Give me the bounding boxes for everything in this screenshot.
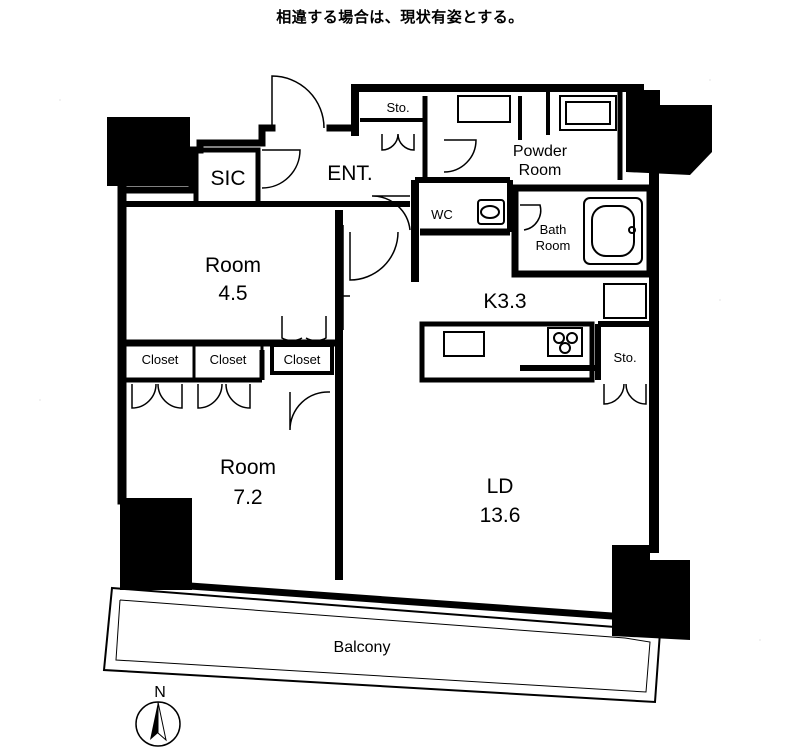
room-label-closet-2: Closet [210, 352, 247, 367]
balcony-outline [102, 586, 662, 704]
interior-walls [125, 92, 654, 580]
room-label-bath-2: Room [536, 238, 571, 253]
room-label-bath-1: Bath [540, 222, 567, 237]
room-label-ld-name: LD [487, 475, 514, 498]
room-label-powder-2: Room [519, 162, 562, 179]
room-label-closet-3: Closet [284, 352, 321, 367]
room-label-room1-size: 4.5 [218, 282, 247, 305]
room-label-kitchen: K3.3 [483, 290, 526, 313]
compass-label: N [154, 684, 166, 701]
exterior-walls [117, 84, 659, 620]
room-label-ent: ENT. [327, 162, 373, 185]
stove-icon [547, 327, 583, 357]
room-label-ld-size: 13.6 [480, 504, 521, 527]
room-label-balcony: Balcony [334, 639, 391, 656]
room-label-powder-1: Powder [513, 143, 568, 160]
bathtub-icon [583, 197, 643, 265]
door-swing-icon [131, 75, 647, 431]
compass-icon: N [135, 684, 181, 747]
sink-icon [457, 95, 617, 131]
toilet-icon [477, 199, 505, 225]
room-label-sic: SIC [210, 167, 245, 190]
room-label-room2-name: Room [220, 456, 276, 479]
room-label-sto-top: Sto. [386, 100, 409, 115]
structural-columns [107, 90, 712, 640]
room-label-wc: WC [431, 207, 453, 222]
room-label-closet-1: Closet [142, 352, 179, 367]
room-label-room1-name: Room [205, 254, 261, 277]
disclaimer-note: 相違する場合は、現状有姿とする。 [276, 8, 524, 26]
room-label-sto-kitchen: Sto. [613, 350, 636, 365]
room-label-room2-size: 7.2 [233, 486, 262, 509]
